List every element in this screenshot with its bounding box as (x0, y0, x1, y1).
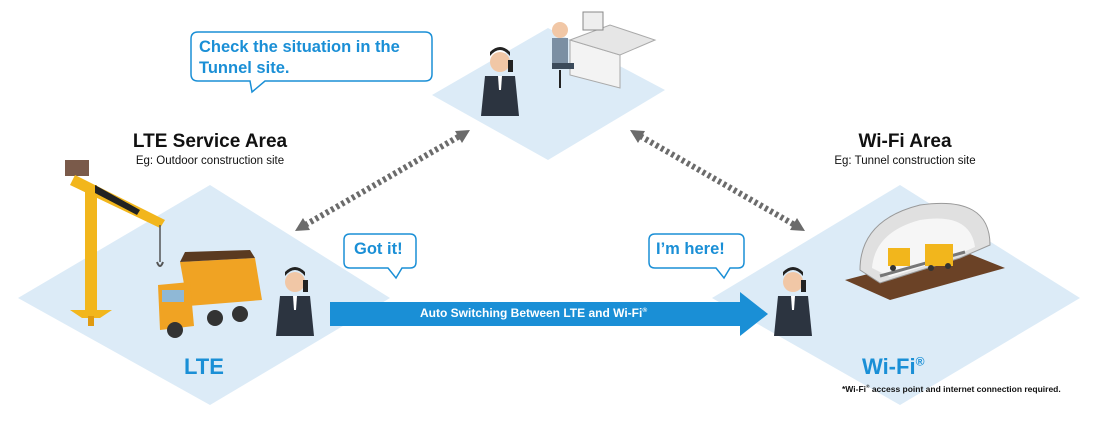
wifi-area-subtitle: Eg: Tunnel construction site (834, 155, 976, 167)
im-here-bubble-text: I’m here! (656, 240, 725, 258)
office-desk-icon (552, 11, 657, 89)
link-center-wifi (630, 130, 805, 231)
wifi-network-label-mark: ® (915, 354, 925, 369)
center-bubble-line1: Check the situation in the (199, 38, 400, 56)
wifi-area-title: Wi-Fi Area (858, 131, 952, 152)
footnote-mark: ® (866, 384, 870, 390)
footnote-prefix: *Wi-Fi (842, 384, 867, 394)
worker-center-icon (481, 47, 519, 116)
dump-truck-icon (158, 250, 262, 338)
lte-area-title: LTE Service Area (132, 131, 288, 152)
footnote: *Wi-Fi® access point and internet connec… (842, 384, 1061, 394)
wifi-network-label-text: Wi-Fi (862, 354, 916, 379)
worker-wifi-icon (774, 267, 812, 336)
switch-arrow-label-mark: ® (642, 307, 648, 314)
lte-area-subtitle: Eg: Outdoor construction site (135, 155, 285, 167)
lte-network-label: LTE (184, 354, 224, 379)
got-it-bubble-text: Got it! (354, 240, 403, 258)
switch-arrow-label: Auto Switching Between LTE and Wi-Fi® (420, 306, 647, 320)
center-bubble-line2: Tunnel site. (199, 59, 290, 77)
worker-lte-icon (276, 267, 314, 336)
crane-icon (65, 160, 165, 326)
got-it-bubble-shape (343, 233, 417, 280)
switch-arrow-label-text: Auto Switching Between LTE and Wi-Fi (420, 306, 643, 320)
switching-arrow (330, 292, 768, 336)
wifi-network-label: Wi-Fi® (862, 354, 924, 380)
link-lte-center (295, 130, 470, 231)
center-bubble-shape (190, 31, 433, 94)
footnote-text: access point and internet connection req… (869, 384, 1061, 394)
im-here-bubble-shape (648, 233, 745, 280)
tunnel-icon (845, 202, 1005, 300)
